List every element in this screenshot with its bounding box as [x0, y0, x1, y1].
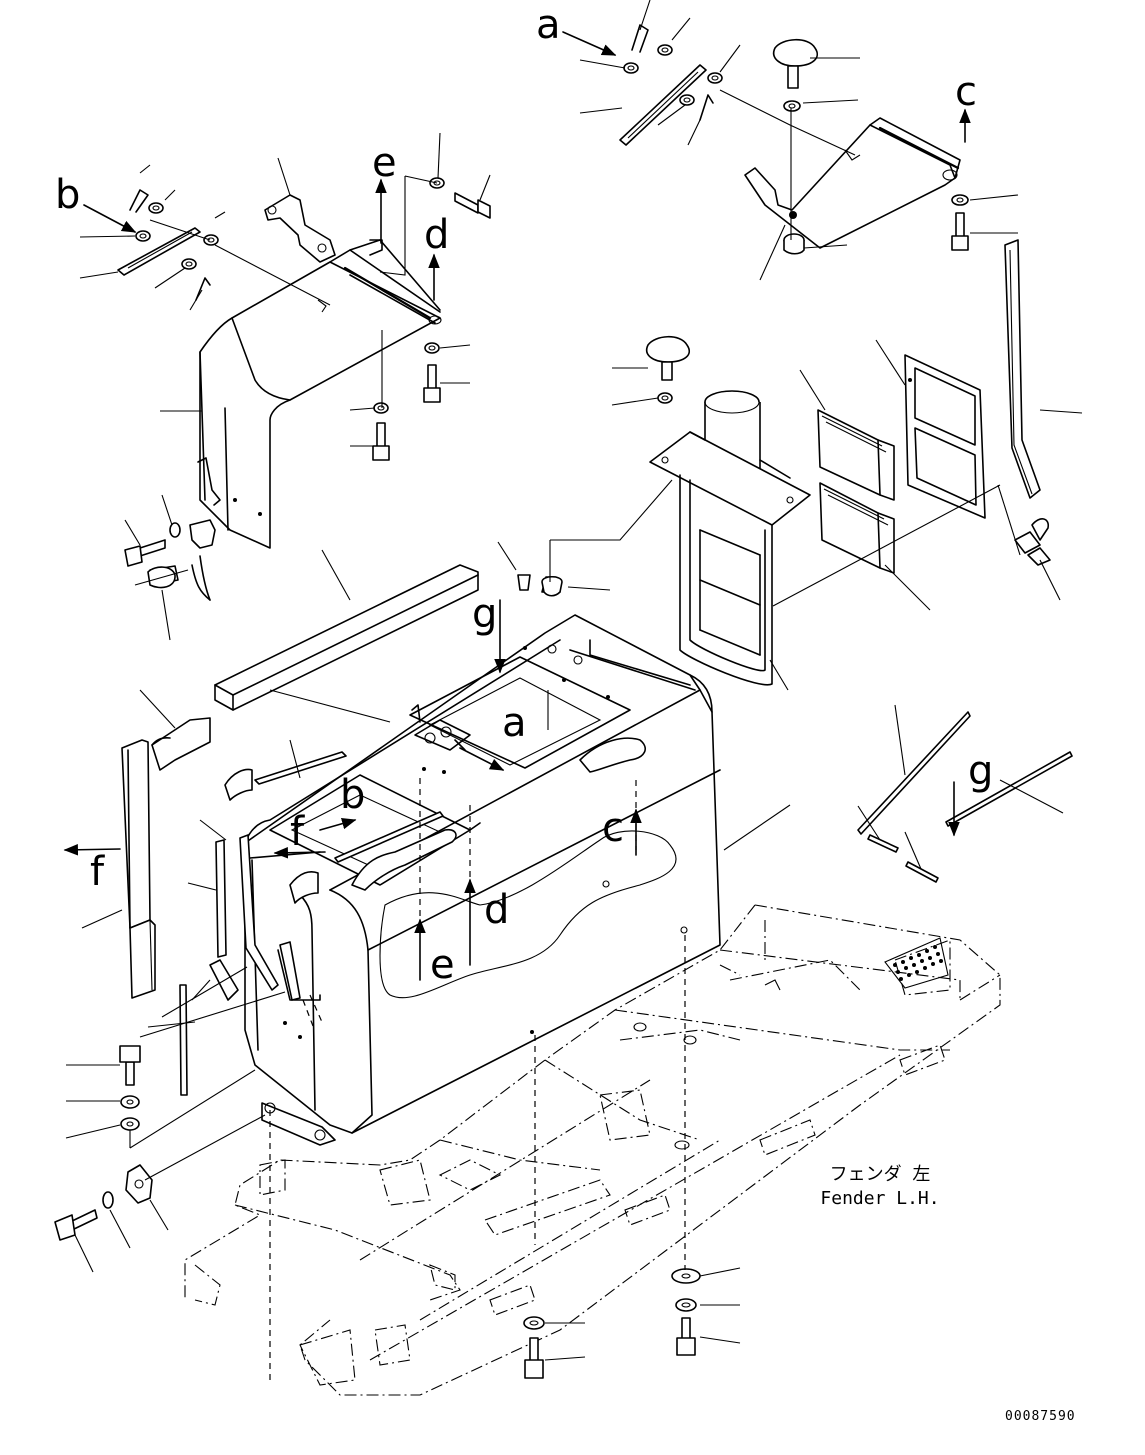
fender-body [224, 614, 721, 1146]
side-blocks [121, 739, 156, 999]
air-inlet-duct [649, 390, 811, 686]
revolving-frame [184, 904, 1001, 1396]
callout-f-side: f [90, 849, 105, 895]
filter-elements [817, 409, 895, 574]
latch-strips [117, 24, 714, 301]
cover-left [197, 194, 442, 549]
direction-arrows [63, 31, 971, 981]
screen-frame [904, 354, 986, 519]
caption-japanese: フェンダ 左 [829, 1164, 931, 1185]
callout-f-body: f [290, 809, 305, 855]
callout-d-body: d [484, 887, 510, 933]
callout-d-top: d [424, 212, 450, 258]
callout-c-body: c [602, 805, 624, 851]
washers [102, 44, 969, 1330]
knobs [646, 38, 819, 381]
seal-bar [214, 564, 479, 711]
wing-nut [1014, 518, 1051, 566]
lower-latch [147, 519, 216, 601]
seal-strip-right [1004, 239, 1041, 499]
callout-a-top: a [536, 2, 561, 48]
caption-english: Fender L.H. [820, 1188, 940, 1209]
callout-a-body: a [502, 700, 527, 746]
leader-lines [65, 0, 1083, 1361]
bracket-clip [125, 1164, 153, 1204]
callout-c-top: c [955, 69, 977, 115]
drawing-number: 00087590 [1005, 1409, 1076, 1424]
counterweight-vent [884, 937, 949, 989]
callout-g-side: g [968, 748, 994, 794]
callout-g-top: g [472, 591, 498, 637]
seal-strips-g [857, 711, 1073, 883]
callout-e-body: e [430, 942, 455, 988]
callout-e-top: e [372, 140, 397, 186]
callout-b-body: b [340, 772, 366, 818]
callout-b-top: b [55, 172, 81, 218]
bolts [54, 192, 969, 1379]
nuts [541, 233, 805, 597]
corner-block [151, 717, 211, 771]
cover-right [744, 117, 961, 249]
